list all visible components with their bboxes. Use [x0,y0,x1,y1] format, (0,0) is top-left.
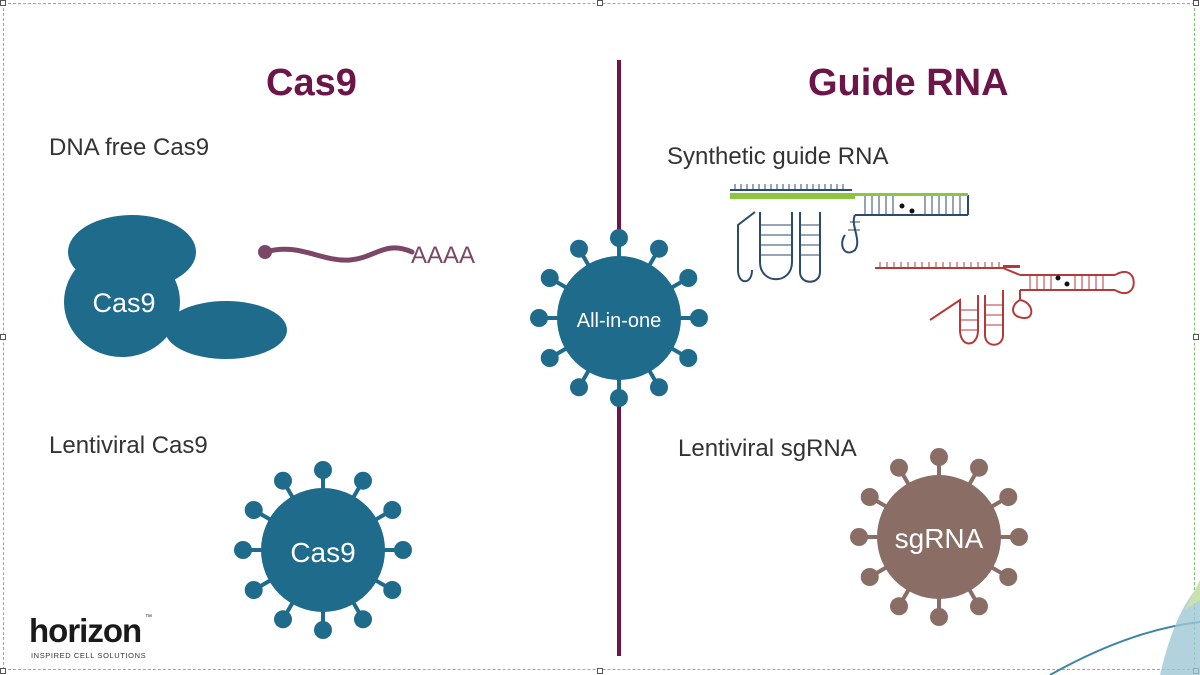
virus-spike-knob [244,501,263,519]
virus-spike-knob [314,461,332,479]
virus-spike-knob [274,610,292,629]
virus-body [877,475,1001,599]
virus-spike-knob [650,378,668,397]
virus-spike-knob [354,610,372,629]
virus-spike-knob [314,621,332,639]
right-heading: Guide RNA [808,62,1009,104]
virus-spike-knob [850,528,868,546]
horizon-logo: horizon [29,612,142,649]
virus-spike-knob [860,568,879,586]
virus-spike-knob [540,269,559,287]
sgrna-virus-label: sgRNA [895,523,984,554]
virus-body [261,488,385,612]
resize-handle-bottom-left[interactable] [0,668,6,674]
resize-handle-middle-left[interactable] [0,334,6,340]
logo-tagline: INSPIRED CELL SOLUTIONS [31,651,147,660]
virus-spike-knob [999,568,1018,586]
resize-handle-middle-right[interactable] [1193,334,1199,340]
mrna-tail-label: AAAA [411,242,475,269]
virus-spike-knob [383,581,402,599]
virus-spike-knob [530,309,548,327]
label-synthetic-guide-rna: Synthetic guide RNA [667,143,889,170]
virus-spike-knob [274,471,292,490]
virus-spike-knob [860,488,879,506]
virus-spike-knob [679,269,698,287]
resize-handle-top-center[interactable] [597,0,603,6]
virus-spike-knob [890,597,908,616]
virus-body [557,256,681,380]
virus-spike-knob [610,229,628,247]
resize-handle-bottom-center[interactable] [597,668,603,674]
virus-spike-knob [970,458,988,477]
resize-handle-top-right[interactable] [1193,0,1199,6]
virus-spike-knob [540,349,559,367]
label-lentiviral-cas9: Lentiviral Cas9 [49,432,208,459]
virus-spike-knob [890,458,908,477]
virus-spike-knob [690,309,708,327]
virus-spike-knob [354,471,372,490]
cas9-virus-label: Cas9 [290,537,355,568]
resize-handle-top-left[interactable] [0,0,6,6]
virus-spike-knob [930,608,948,626]
virus-spike-knob [970,597,988,616]
label-dna-free-cas9: DNA free Cas9 [49,134,210,161]
virus-spike-knob [244,581,263,599]
virus-spike-knob [234,541,252,559]
sgrna-lentivirus [850,448,1028,626]
virus-spike-knob [570,239,588,258]
virus-spike-knob [679,349,698,367]
virus-spike-knob [1010,528,1028,546]
virus-spike-knob [610,389,628,407]
all-in-one-label: All-in-one [577,310,661,332]
virus-spike-knob [383,501,402,519]
cas9-lentivirus [234,461,412,639]
virus-spike-knob [999,488,1018,506]
logo-trademark: ™ [145,614,152,621]
virus-spike-knob [930,448,948,466]
virus-spike-knob [394,541,412,559]
virus-spike-knob [570,378,588,397]
label-lentiviral-sgrna: Lentiviral sgRNA [678,435,857,462]
left-heading: Cas9 [266,62,357,104]
virus-spike-knob [650,239,668,258]
cas9-protein-label: Cas9 [92,288,155,318]
all-in-one-virus [530,229,708,407]
